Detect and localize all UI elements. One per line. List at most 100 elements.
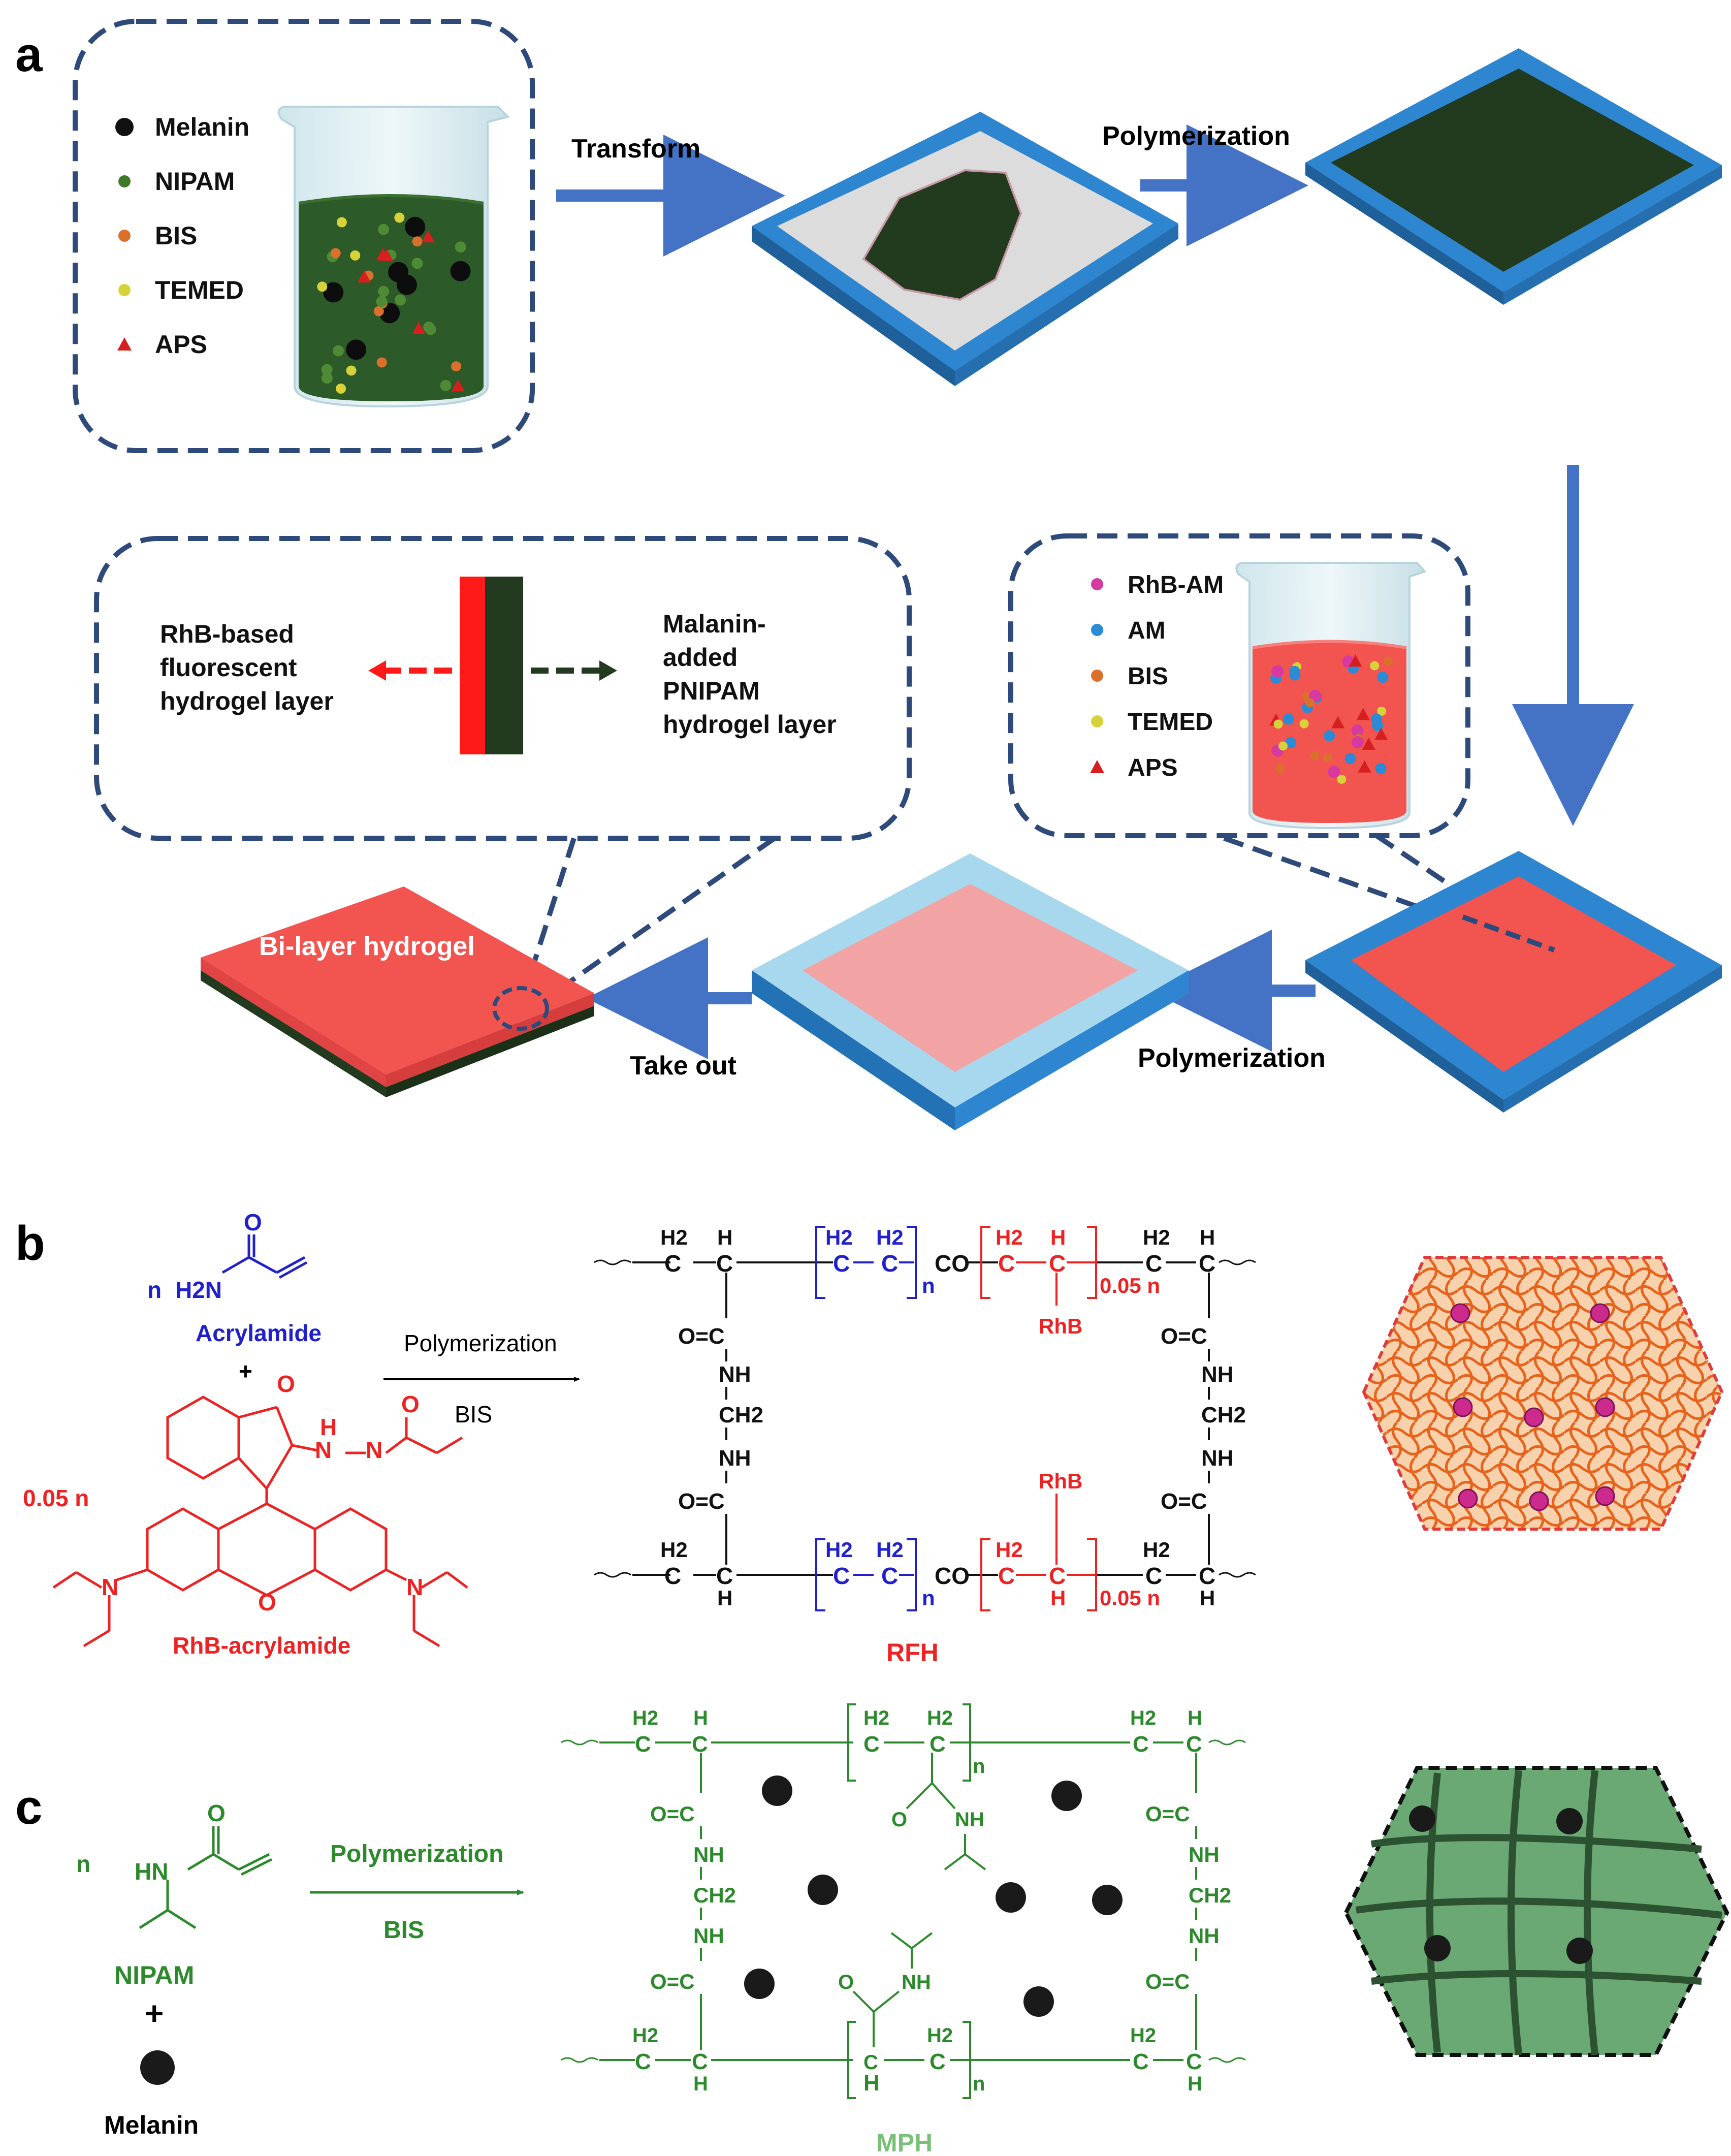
rfh-co: CO bbox=[935, 1563, 970, 1589]
rfh-oc: O=C bbox=[678, 1489, 725, 1514]
mph-bracket bbox=[847, 1703, 856, 1782]
b2p-17 bbox=[1331, 716, 1345, 728]
inset-left-line-0: RhB-based bbox=[160, 620, 294, 648]
b1p-23 bbox=[380, 248, 394, 261]
acrylamide-h2n: H2N bbox=[175, 1277, 222, 1303]
b2p-19 bbox=[1285, 737, 1297, 748]
b1p-33 bbox=[378, 286, 390, 297]
b2p-2 bbox=[1275, 764, 1285, 773]
rfh-wavy-r bbox=[1219, 1572, 1256, 1578]
b2p-16 bbox=[1324, 730, 1335, 742]
mph-pend bbox=[931, 1782, 956, 1810]
rfh-c: C bbox=[1199, 1250, 1215, 1277]
b2p-29 bbox=[1356, 708, 1370, 720]
legend2-label-3: TEMED bbox=[1128, 709, 1213, 736]
mph-melanin-3 bbox=[996, 1882, 1026, 1913]
rfh-h2: H2 bbox=[996, 1225, 1023, 1249]
mph-h2: H2 bbox=[1130, 2024, 1156, 2047]
acrylamide-o: O bbox=[244, 1209, 262, 1235]
mph-network-hexagon bbox=[1343, 1766, 1729, 2057]
mph-h2: H2 bbox=[927, 1707, 953, 1729]
b1p-15 bbox=[411, 258, 423, 269]
rfh-bracket bbox=[907, 1226, 917, 1299]
inset-right-line-0: Malanin- bbox=[663, 610, 766, 638]
mph-o: O bbox=[891, 1809, 907, 1831]
b1p-27 bbox=[378, 224, 390, 235]
reaction-b-bottom: BIS bbox=[455, 1401, 492, 1428]
plus-c: + bbox=[145, 1995, 164, 2032]
mph-c: C bbox=[692, 2049, 708, 2074]
panel-a-label: a bbox=[15, 27, 43, 82]
plus-b: + bbox=[239, 1358, 252, 1384]
mph-o: O bbox=[838, 1971, 854, 1993]
rfh-frac: 0.05 n bbox=[1100, 1274, 1160, 1297]
rhb-name: RhB-acrylamide bbox=[173, 1632, 350, 1659]
mph-oc: O=C bbox=[650, 1802, 695, 1826]
mph-pend bbox=[873, 1990, 900, 2013]
mph-h2: H2 bbox=[1130, 1707, 1156, 1729]
beaker-2 bbox=[1235, 562, 1427, 830]
mph-pend bbox=[964, 1853, 986, 1870]
b1p-39 bbox=[423, 322, 435, 333]
rfh-oc: O=C bbox=[678, 1324, 725, 1349]
b1p-41 bbox=[358, 270, 371, 283]
mph-melanin-1 bbox=[1051, 1781, 1082, 1811]
b1p-34 bbox=[350, 250, 361, 261]
b2p-40 bbox=[1377, 672, 1389, 683]
rhb-o2: O bbox=[401, 1391, 420, 1417]
mph-h2: H2 bbox=[632, 1707, 658, 1729]
bilayer-label: Bi-layer hydrogel bbox=[259, 932, 475, 961]
reagent-box-2 bbox=[1008, 533, 1470, 838]
rfh-site-0 bbox=[1450, 1303, 1470, 1323]
transform-label: Transform bbox=[571, 134, 700, 164]
rhb-n3: N bbox=[102, 1574, 118, 1600]
red-arrowhead bbox=[368, 660, 386, 681]
mph-pend bbox=[911, 1932, 933, 1949]
rfh-bracket bbox=[907, 1538, 917, 1611]
legend2-label-2: BIS bbox=[1128, 663, 1168, 690]
rfh-site-2 bbox=[1453, 1397, 1473, 1417]
legend2-marker-2 bbox=[1091, 670, 1103, 682]
rfh-h: H bbox=[1050, 1586, 1066, 1610]
beaker-1-particles bbox=[317, 212, 471, 394]
rfh-wavy-r bbox=[1219, 1259, 1256, 1265]
mph-wavy-r bbox=[1208, 2057, 1246, 2063]
polymerization-label-2: Polymerization bbox=[1138, 1043, 1326, 1073]
b2p-33 bbox=[1299, 719, 1309, 728]
rfh-bracket bbox=[980, 1226, 990, 1299]
mph-ch2: CH2 bbox=[1189, 1883, 1231, 1907]
mph-h: H bbox=[1188, 1707, 1202, 1729]
mph-h: H bbox=[693, 2073, 708, 2095]
mph-h2: H2 bbox=[927, 2024, 953, 2047]
b2p-20 bbox=[1384, 656, 1393, 666]
mph-oc: O=C bbox=[1145, 1970, 1190, 1993]
rfh-c: C bbox=[998, 1250, 1015, 1277]
rhb-h: H bbox=[320, 1414, 337, 1440]
nipam-structure bbox=[139, 1826, 273, 1929]
rfh-c: C bbox=[1049, 1563, 1066, 1589]
rfh-network-hexagon bbox=[1362, 1256, 1724, 1531]
rfh-n: n bbox=[922, 1274, 935, 1297]
rhb-n4: N bbox=[406, 1574, 423, 1600]
mph-site-0 bbox=[1409, 1805, 1435, 1832]
mph-label: MPH bbox=[876, 2129, 933, 2156]
rhb-acrylamide-structure bbox=[52, 1396, 468, 1647]
mph-n: n bbox=[973, 1755, 985, 1778]
legend2-marker-4 bbox=[1090, 760, 1104, 773]
rfh-nh: NH bbox=[719, 1446, 751, 1471]
inset-box bbox=[94, 536, 912, 841]
rfh-h2: H2 bbox=[876, 1225, 904, 1249]
mph-c: H bbox=[863, 2071, 880, 2096]
reaction-c-bottom: BIS bbox=[383, 1917, 424, 1944]
mph-nh: NH bbox=[1189, 1924, 1220, 1948]
mph-pend bbox=[890, 1932, 913, 1949]
b1p-36 bbox=[346, 339, 367, 360]
rhb-o1: O bbox=[277, 1371, 295, 1397]
b2p-39 bbox=[1278, 741, 1288, 751]
mph-bracket bbox=[847, 2021, 856, 2099]
b2p-12 bbox=[1271, 665, 1284, 678]
b2p-21 bbox=[1370, 661, 1380, 671]
b1p-19 bbox=[333, 345, 344, 357]
